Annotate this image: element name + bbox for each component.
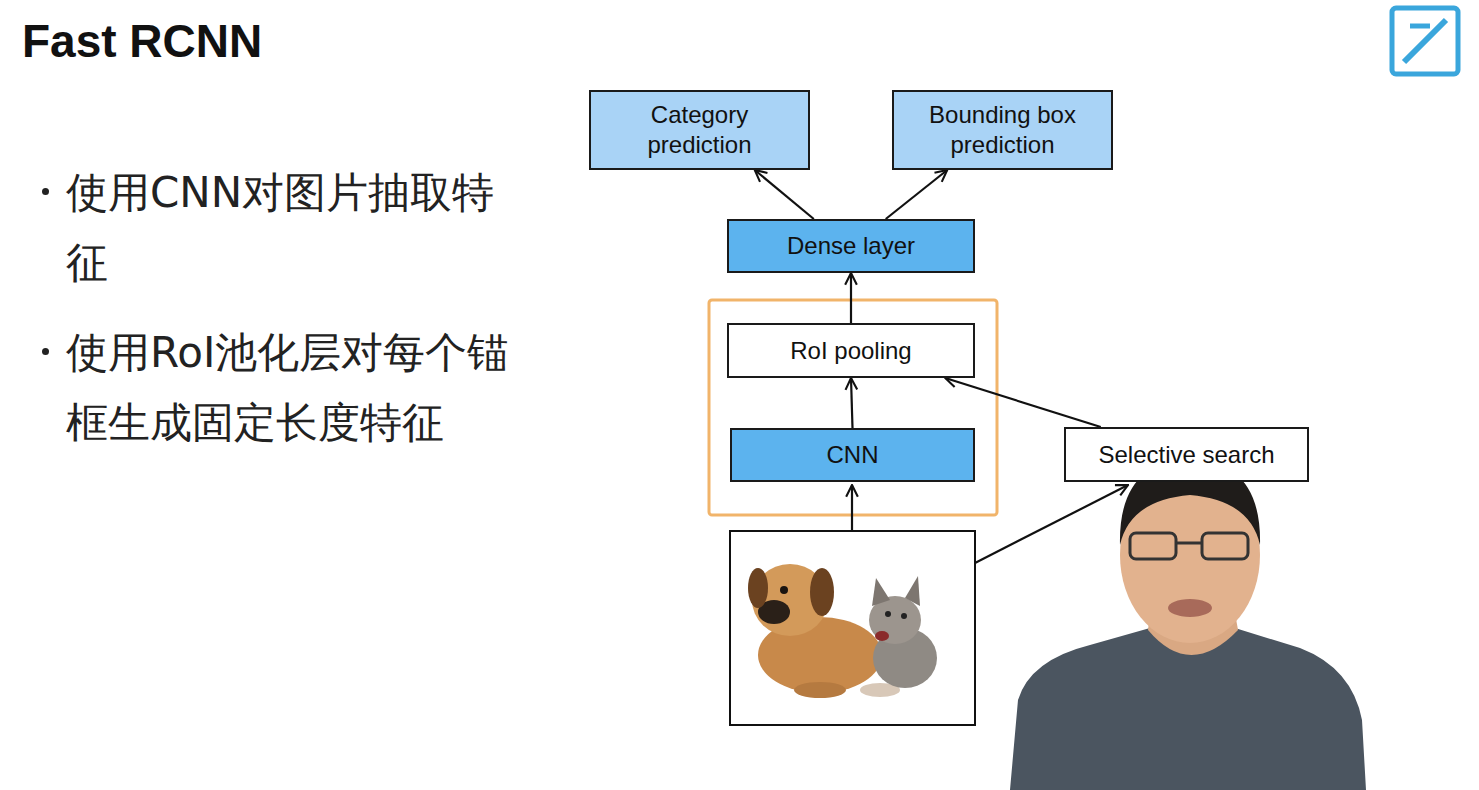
output-box: Category prediction	[589, 90, 810, 170]
bullet-text: 使用CNN对图片抽取特征	[66, 158, 528, 298]
text-stack: Selective search	[1098, 440, 1274, 470]
highlight-frame	[709, 300, 997, 515]
input-arrow	[851, 485, 853, 531]
bullet-item: 使用RoI池化层对每个锚框生成固定长度特征	[42, 318, 542, 458]
text-stack: RoI pooling	[790, 336, 911, 366]
node-text: Selective search	[1098, 440, 1274, 470]
photo-dog-cat	[730, 531, 975, 725]
flow-arrow	[851, 378, 853, 428]
layer-box: RoI pooling	[727, 323, 975, 378]
bullet-dot	[42, 348, 49, 355]
bullet-item: 使用CNN对图片抽取特征	[42, 158, 542, 298]
text-stack: Dense layer	[787, 231, 915, 261]
output-box: Bounding box prediction	[892, 90, 1113, 170]
process-box: Selective search	[1064, 427, 1309, 482]
watermark-logo	[1392, 8, 1458, 74]
text-stack: CNN	[827, 440, 879, 470]
node-text: Category prediction	[599, 100, 800, 160]
flow-arrow	[886, 170, 948, 219]
node-text: RoI pooling	[790, 336, 911, 366]
flow-arrow	[850, 273, 852, 323]
presenter-figure	[1010, 458, 1366, 790]
node-text: Dense layer	[787, 231, 915, 261]
slide-title: Fast RCNN	[22, 14, 262, 68]
text-stack: Category prediction	[599, 100, 800, 160]
input-arrow	[975, 485, 1128, 563]
flow-arrow	[945, 378, 1101, 427]
bullet-text: 使用RoI池化层对每个锚框生成固定长度特征	[66, 318, 528, 458]
node-text: Bounding box prediction	[902, 100, 1103, 160]
text-stack: Bounding box prediction	[902, 100, 1103, 160]
layer-box: CNN	[730, 428, 975, 482]
bullet-dot	[42, 188, 49, 195]
node-text: CNN	[827, 440, 879, 470]
flow-arrow	[755, 170, 814, 219]
layer-box: Dense layer	[727, 219, 975, 273]
